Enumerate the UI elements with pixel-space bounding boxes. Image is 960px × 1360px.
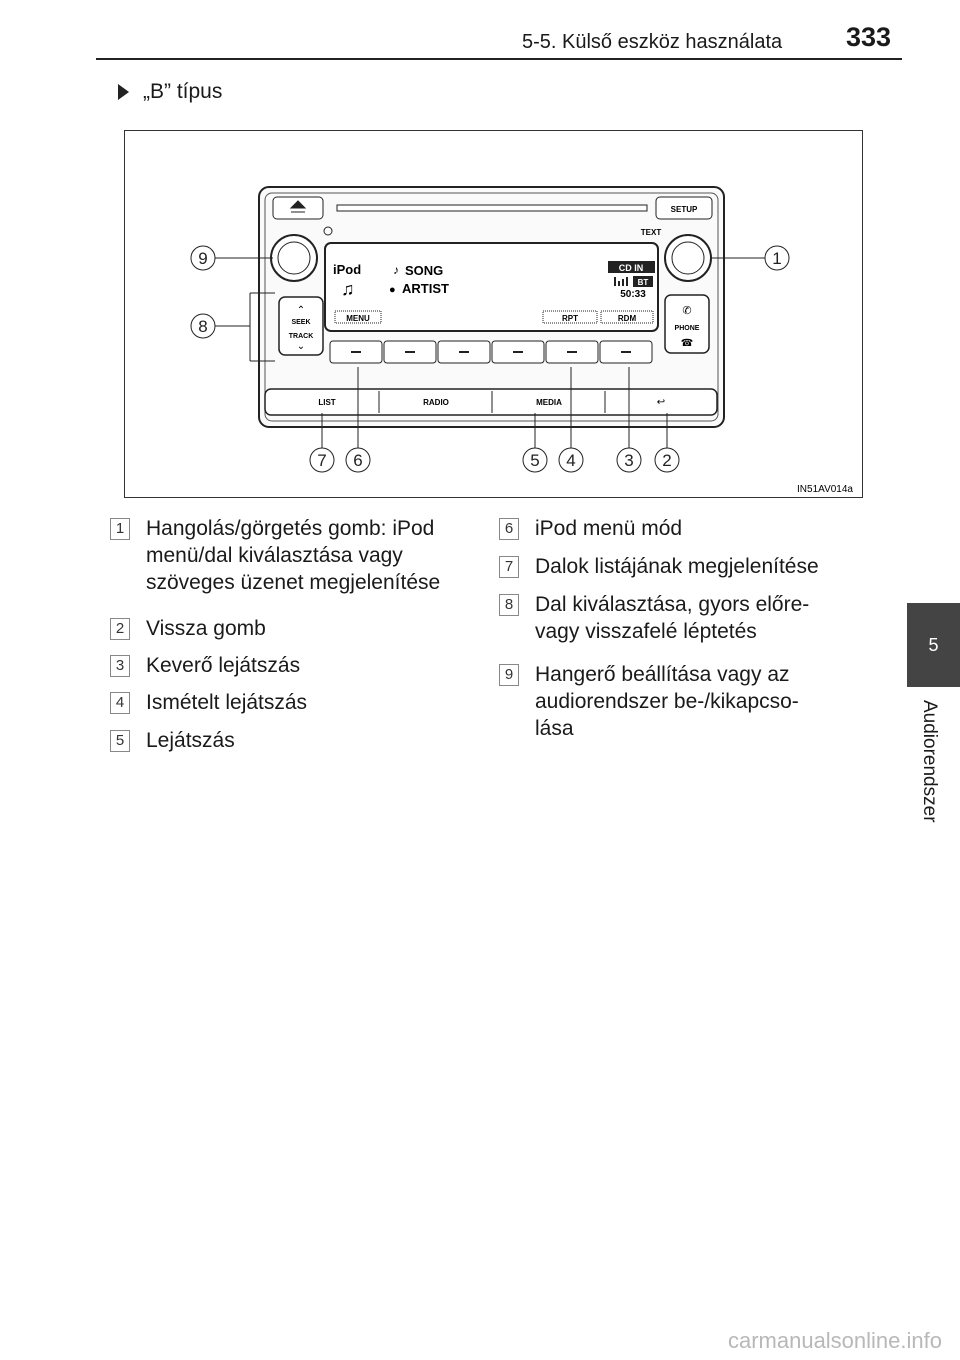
subheading: „B” típus bbox=[118, 80, 222, 104]
item-number: 3 bbox=[110, 655, 130, 677]
callout-5: 5 bbox=[530, 451, 539, 470]
item-text: Hangerő beállítása vagy az audiorendszer… bbox=[535, 663, 799, 740]
item-text: Dal kiválasztása, gyors előre- vagy viss… bbox=[535, 593, 810, 643]
triangle-bullet-icon bbox=[118, 84, 129, 100]
header-rule bbox=[96, 58, 902, 60]
radio-button[interactable]: RADIO bbox=[423, 398, 449, 407]
callout-4: 4 bbox=[566, 451, 575, 470]
item-text: iPod menü mód bbox=[535, 517, 683, 540]
item-number: 1 bbox=[110, 518, 130, 540]
bottom-button-bar bbox=[264, 388, 718, 416]
artist-person-icon: ● bbox=[389, 284, 396, 296]
setup-label: SETUP bbox=[671, 205, 698, 214]
setup-button[interactable] bbox=[655, 196, 713, 220]
footer-watermark: carmanualsonline.info bbox=[727, 1328, 942, 1353]
item-number: 7 bbox=[499, 556, 519, 578]
display-song: SONG bbox=[405, 263, 443, 278]
eject-icon bbox=[289, 200, 307, 213]
header-section-title: 5-5. Külső eszköz használata bbox=[522, 31, 783, 53]
preset-buttons bbox=[329, 340, 653, 364]
figure-frame: SETUP TEXT iPod ♪ SONG ♫ ● ARTIST CD IN … bbox=[124, 130, 863, 498]
menu-softkey-label bbox=[334, 310, 382, 324]
display-time: 50:33 bbox=[620, 289, 646, 300]
track-label: TRACK bbox=[289, 333, 314, 340]
display-source: iPod bbox=[333, 262, 361, 277]
item-number: 8 bbox=[499, 594, 519, 616]
music-note-icon: ♪ bbox=[393, 263, 399, 277]
bt-label: BT bbox=[638, 278, 649, 287]
item-text: Keverő lejátszás bbox=[146, 654, 301, 677]
item-text: Lejátszás bbox=[146, 729, 235, 752]
item-text: Hangolás/görgetés gomb: iPod menü/dal ki… bbox=[146, 517, 441, 594]
power-icon bbox=[323, 226, 333, 236]
list-button[interactable]: LIST bbox=[318, 398, 335, 407]
bt-indicator bbox=[633, 276, 653, 287]
rpt-softkey-label bbox=[542, 310, 598, 324]
rpt-label: RPT bbox=[562, 314, 578, 323]
chapter-tab[interactable]: 5 bbox=[907, 603, 960, 687]
hangup-icon: ☎ bbox=[681, 338, 693, 349]
display-screen bbox=[324, 242, 659, 332]
phone-icon: ✆ bbox=[682, 305, 691, 317]
chapter-number: 5 bbox=[928, 634, 939, 655]
phone-label: PHONE bbox=[675, 325, 700, 332]
item-number: 4 bbox=[110, 692, 130, 714]
callout-8: 8 bbox=[198, 317, 207, 336]
text-label: TEXT bbox=[641, 228, 662, 237]
music-notes-icon: ♫ bbox=[341, 279, 355, 299]
media-button[interactable]: MEDIA bbox=[536, 398, 562, 407]
item-number: 6 bbox=[499, 518, 519, 540]
callout-3: 3 bbox=[624, 451, 633, 470]
figure-code: IN51AV014a bbox=[797, 484, 853, 495]
menu-label: MENU bbox=[346, 314, 370, 323]
cd-in-label: CD IN bbox=[619, 263, 644, 273]
rdm-label: RDM bbox=[618, 314, 637, 323]
rdm-softkey-label bbox=[600, 310, 654, 324]
item-text: Ismételt lejátszás bbox=[146, 691, 308, 714]
item-number: 2 bbox=[110, 618, 130, 640]
cd-slot bbox=[336, 204, 648, 212]
item-number: 9 bbox=[499, 664, 519, 686]
chapter-label: Audiorendszer bbox=[919, 700, 940, 823]
item-text: Vissza gomb bbox=[146, 617, 266, 640]
chevron-up-icon: ⌃ bbox=[297, 305, 305, 316]
seek-track-button[interactable] bbox=[278, 296, 324, 356]
cd-in-indicator bbox=[608, 261, 655, 273]
callout-9: 9 bbox=[198, 249, 207, 268]
page-number: 333 bbox=[846, 22, 892, 52]
phone-button[interactable] bbox=[664, 294, 710, 354]
signal-icon bbox=[614, 277, 628, 286]
item-number: 5 bbox=[110, 730, 130, 752]
callout-1: 1 bbox=[772, 249, 781, 268]
subheading-text: „B” típus bbox=[143, 80, 223, 103]
callout-7: 7 bbox=[317, 451, 326, 470]
seek-label: SEEK bbox=[291, 319, 310, 326]
callout-2: 2 bbox=[662, 451, 671, 470]
back-arrow-icon[interactable]: ↩ bbox=[657, 397, 665, 408]
callout-6: 6 bbox=[353, 451, 362, 470]
item-text: Dalok listájának megjelenítése bbox=[535, 555, 819, 578]
chevron-down-icon: ⌄ bbox=[297, 341, 305, 352]
display-artist: ARTIST bbox=[402, 281, 449, 296]
